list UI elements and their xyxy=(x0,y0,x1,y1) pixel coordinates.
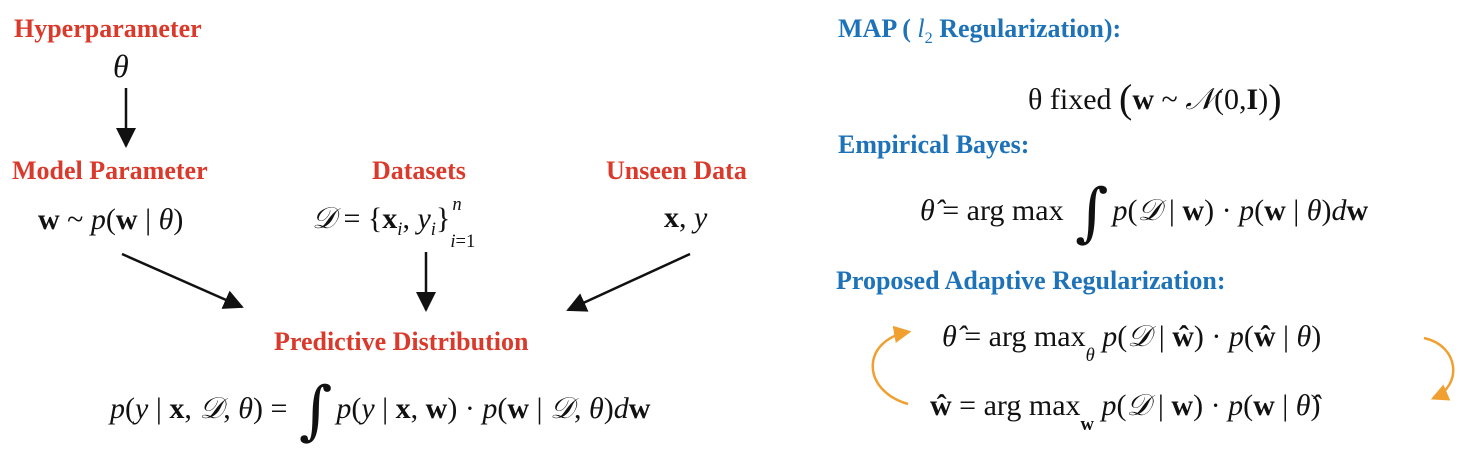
unseen-data-label: Unseen Data xyxy=(606,156,747,185)
model-parameter-formula: w ~ p(w | θ) xyxy=(38,203,184,236)
arrow-loop-left xyxy=(871,325,912,406)
adaptive-theta-formula: θ̂ = arg maxθ p(𝒟 | ŵ) · p(ŵ | θ) xyxy=(942,320,1322,366)
map-label: MAP ( l2 Regularization): xyxy=(838,14,1122,48)
arrow-unseen-to-predictive xyxy=(566,252,691,312)
hyperparameter-symbol: θ xyxy=(113,48,129,84)
empirical-bayes-formula: θ̂ = arg max ∫p(𝒟 | w) · p(w | θ)dw xyxy=(920,176,1369,250)
predictive-distribution-formula: p(y | x, 𝒟, θ) = ∫p(y | x, w) · p(w | 𝒟,… xyxy=(110,374,651,448)
arrow-model-to-predictive xyxy=(121,252,244,309)
adaptive-w-formula: ŵ = arg maxw p(𝒟 | w) · p(w | θ̂) xyxy=(930,389,1321,435)
empirical-bayes-label: Empirical Bayes: xyxy=(838,130,1030,159)
model-parameter-label: Model Parameter xyxy=(12,156,208,185)
unseen-data-formula: x, y xyxy=(664,201,708,234)
hyperparameter-label: Hyperparameter xyxy=(14,14,202,43)
predictive-distribution-label: Predictive Distribution xyxy=(274,327,529,356)
map-formula: θ fixed (w ~ 𝒩(0,I)) xyxy=(1028,76,1282,121)
arrow-loop-right xyxy=(1423,336,1455,401)
datasets-label: Datasets xyxy=(372,156,466,185)
adaptive-regularization-label: Proposed Adaptive Regularization: xyxy=(836,266,1226,295)
